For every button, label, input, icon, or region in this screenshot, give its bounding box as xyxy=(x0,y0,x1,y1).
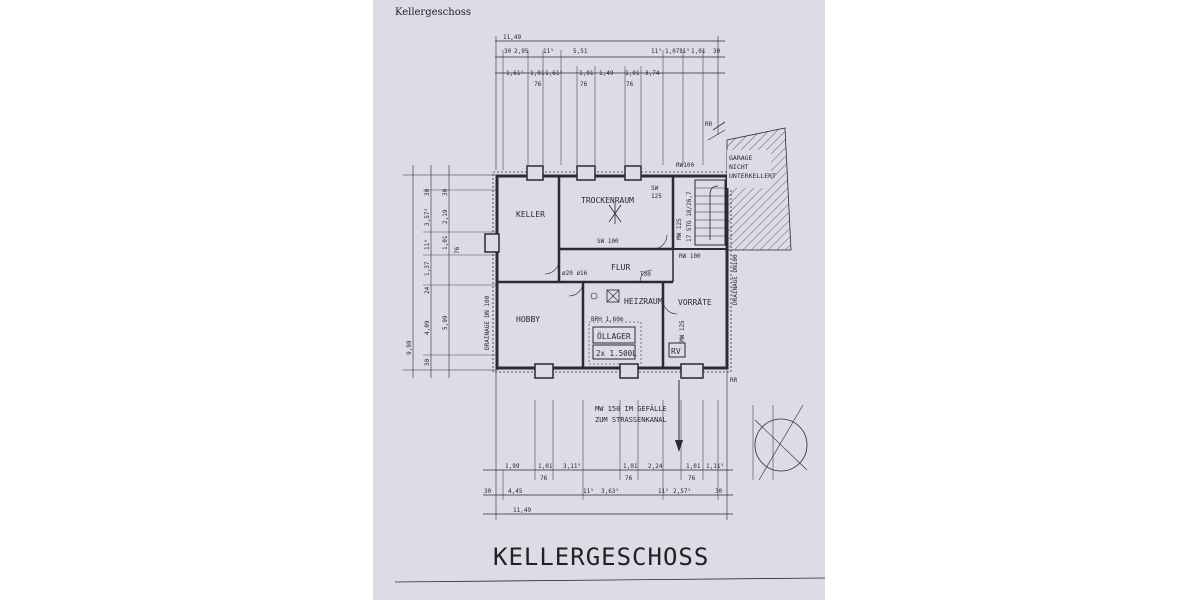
dim-top-r3-2: 1,61⁵ xyxy=(545,70,563,77)
note-rr-top: RR xyxy=(705,121,713,128)
sheet-header: Kellergeschoss xyxy=(395,7,471,18)
dim-left-mid-6: 30 xyxy=(424,358,431,366)
dim-left-mid-2: 11⁵ xyxy=(424,239,431,250)
room-vorrate: VORRÄTE xyxy=(678,297,712,307)
dim-top-r2-1: 2,95 xyxy=(514,48,529,55)
dim-top-r3b-0: 76 xyxy=(534,81,542,88)
dim-top-r2-4: 11⁵ xyxy=(651,48,662,55)
note-garage-2: NICHT xyxy=(729,163,749,171)
dim-top-r2-6: 11⁵ xyxy=(679,48,690,55)
note-sw-125: 125 xyxy=(651,193,662,200)
dim-bot-r1-3: 1,01 xyxy=(623,463,638,470)
dim-left-outer: 9,99 xyxy=(406,340,413,355)
dim-left-inner-4: 5,99 xyxy=(442,315,449,330)
dim-left-mid-1: 3,57⁵ xyxy=(424,208,431,226)
top-dimensions: 11,49 30 2,95 11⁵ 5,51 11⁵ 1,07⁵ 11⁵ 1,0… xyxy=(495,34,725,170)
note-t30: T30 xyxy=(640,271,651,278)
note-garage-1: GARAGE xyxy=(729,154,753,162)
bottom-dimensions: 1,99 1,01 3,11⁵ 1,01 2,24 1,01 1,11⁵ 76 … xyxy=(483,370,774,520)
dim-left-inner-2: 1,01 xyxy=(442,235,449,250)
dim-left-mid-0: 30 xyxy=(424,188,431,196)
dim-left-mid-4: 1,37 xyxy=(424,261,431,276)
room-labels: KELLER TROCKENRAUM FLUR HEIZRAUM VORRÄTE… xyxy=(516,196,712,358)
dim-bot-r2-1: 4,45 xyxy=(508,488,523,495)
dim-bot-total: 11,49 xyxy=(513,507,531,514)
note-mw125: MW 125 xyxy=(676,218,683,240)
left-dimensions: 9,99 30 3,57⁵ 11⁵ 24 1,37 4,09 30 30 2,1… xyxy=(403,165,498,378)
dim-top-r3b-1: 76 xyxy=(580,81,588,88)
annotations: GARAGE NICHT UNTERKELLERT RW100 RW 100 S… xyxy=(484,121,776,424)
dim-bot-r2-3: 3,63⁵ xyxy=(601,488,619,495)
dim-top-r3b-2: 76 xyxy=(626,81,634,88)
dim-bot-r2-4: 11⁵ xyxy=(658,488,669,495)
dim-bot-r2-5: 2,57⁵ xyxy=(673,488,691,495)
dim-top-r3-1: 1,01 xyxy=(530,70,545,77)
note-door-sizes: ø20 ø16 xyxy=(562,270,588,277)
room-heizraum: HEIZRAUM xyxy=(624,297,663,306)
note-garage-3: UNTERKELLERT xyxy=(729,172,776,180)
floor-plan-drawing: 11,49 30 2,95 11⁵ 5,51 11⁵ 1,07⁵ 11⁵ 1,0… xyxy=(394,34,825,583)
note-drainage-left: DRAINAGE DN 100 xyxy=(484,295,491,350)
dim-top-r2-8: 30 xyxy=(713,48,721,55)
dim-left-inner-1: 2,19 xyxy=(442,209,449,224)
dim-top-r2-0: 30 xyxy=(504,48,512,55)
dim-bot-r1b-1: 76 xyxy=(625,475,633,482)
dim-top-r2-5: 1,07⁵ xyxy=(665,48,683,55)
note-rw100-side: RW 100 xyxy=(679,253,701,260)
note-sw: SW xyxy=(651,185,659,192)
dim-left-mid-5: 4,09 xyxy=(424,320,431,335)
dim-left-inner-3: 76 xyxy=(454,246,461,254)
dim-top-r2-2: 11⁵ xyxy=(543,48,554,55)
room-hobby: HOBBY xyxy=(516,315,540,324)
note-stair-steps: 17 STG 18/26,7 xyxy=(686,191,693,242)
note-mw125-b: MW 125 xyxy=(679,320,686,342)
dim-left-mid-3: 24 xyxy=(424,286,431,294)
plan-sheet: Kellergeschoss 11,49 30 2,95 11⁵ 5,5 xyxy=(373,0,825,600)
dim-bot-r1-6: 1,11⁵ xyxy=(706,463,724,470)
dim-bot-r1b-0: 76 xyxy=(540,475,548,482)
dim-top-r2-7: 1,01 xyxy=(691,48,706,55)
dim-top-r3-4: 1,49 xyxy=(599,70,614,77)
dim-top-r3-5: 1,01 xyxy=(625,70,640,77)
dim-bot-r1-0: 1,99 xyxy=(505,463,520,470)
dim-bot-r1b-2: 76 xyxy=(688,475,696,482)
dim-bot-r1-4: 2,24 xyxy=(648,463,663,470)
dim-top-total: 11,49 xyxy=(503,34,521,41)
dim-bot-r1-1: 1,01 xyxy=(538,463,553,470)
dim-bot-r1-5: 1,01 xyxy=(686,463,701,470)
drain-arrow xyxy=(675,380,683,452)
dim-bot-r2-0: 30 xyxy=(484,488,492,495)
dim-bot-r1-2: 3,11⁵ xyxy=(563,463,581,470)
room-keller: KELLER xyxy=(516,210,545,219)
room-ollager-capacity: 2x 1.500L xyxy=(596,349,637,358)
dim-top-r2-3: 5,51 xyxy=(573,48,588,55)
plan-title: KELLERGESCHOSS xyxy=(493,543,710,571)
note-rr-bottom: RR xyxy=(730,377,738,384)
dim-bot-r2-6: 30 xyxy=(715,488,723,495)
room-trockenraum: TROCKENRAUM xyxy=(581,196,634,205)
note-rw100-top: RW100 xyxy=(676,162,694,169)
note-sw100: SW 100 xyxy=(597,238,619,245)
note-brh: BRH 1,60m xyxy=(591,316,624,323)
street-symbol xyxy=(394,404,825,583)
dim-top-r3-6: 3,74 xyxy=(645,70,660,77)
note-mw150-2: ZUM STRASSENKANAL xyxy=(595,416,667,424)
note-drainage-right: DRAINAGE DN100 xyxy=(732,254,739,305)
dim-left-inner-0: 30 xyxy=(442,188,449,196)
note-mw150-1: MW 150 IM GEFÄLLE xyxy=(595,404,667,413)
building-walls xyxy=(484,165,732,379)
dim-bot-r2-2: 11⁵ xyxy=(583,488,594,495)
room-rv: RV xyxy=(671,347,681,356)
room-flur: FLUR xyxy=(611,263,630,272)
dim-top-r3-3: 1,01 xyxy=(579,70,594,77)
garage-area xyxy=(707,121,792,251)
dim-top-r3-0: 1,61⁵ xyxy=(506,70,524,77)
room-ollager: ÖLLAGER xyxy=(597,331,631,341)
